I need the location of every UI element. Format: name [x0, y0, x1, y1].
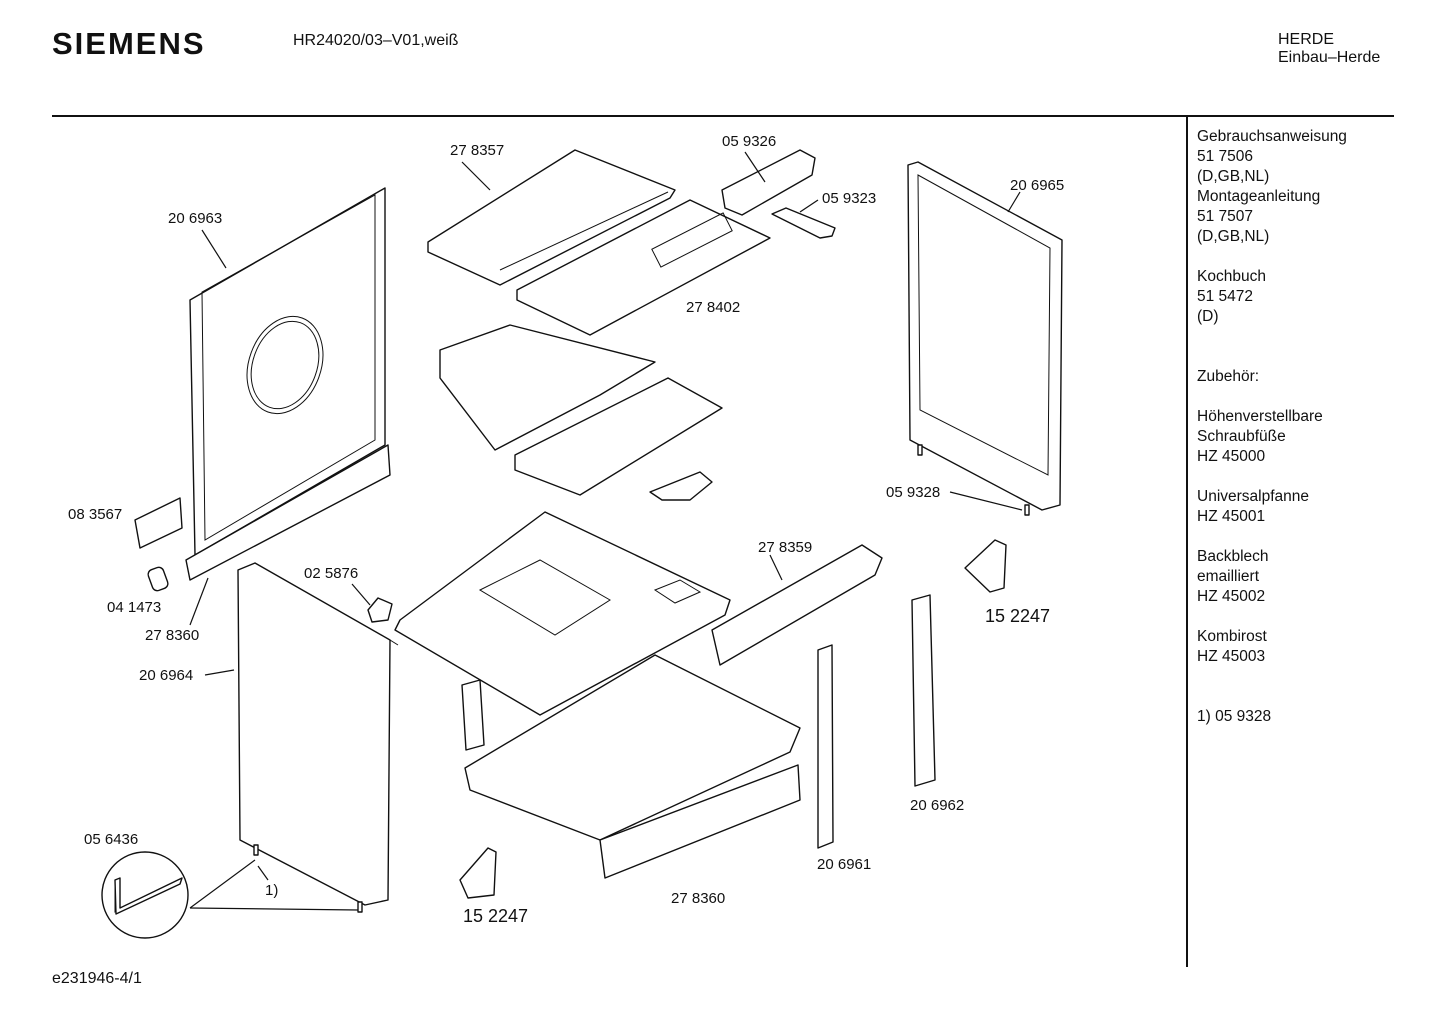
- part-inner-baffle: [439, 324, 723, 501]
- label-206962: 20 6962: [910, 797, 964, 814]
- manual-number: 51 7506: [1197, 148, 1254, 165]
- tray-number: HZ 45002: [1197, 588, 1266, 605]
- accessory-sidebar: Gebrauchsanweisung 51 7506 (D,GB,NL) Mon…: [1197, 127, 1397, 727]
- part-foot-screw: [917, 444, 1030, 516]
- feet-number: HZ 45000: [1197, 448, 1266, 465]
- label-206965: 20 6965: [1010, 177, 1064, 194]
- label-206961: 20 6961: [817, 856, 871, 873]
- part-allen-key: [101, 851, 189, 939]
- category-title: HERDE: [1278, 31, 1335, 48]
- manual-langs: (D,GB,NL): [1197, 168, 1270, 185]
- assembly-number: 51 7507: [1197, 208, 1254, 225]
- label-152247a: 15 2247: [985, 606, 1050, 626]
- pan-title: Universalpfanne: [1197, 488, 1310, 505]
- part-handle-bracket: [721, 149, 836, 239]
- rack-number: HZ 45003: [1197, 648, 1266, 665]
- label-278357: 27 8357: [450, 142, 504, 159]
- label-059328: 05 9328: [886, 484, 940, 501]
- accessories-title: Zubehör:: [1197, 368, 1260, 385]
- label-059326: 05 9326: [722, 133, 776, 150]
- sidebar-divider: [1186, 117, 1188, 967]
- part-top-cover: [427, 149, 771, 336]
- tray-line2: emailliert: [1197, 568, 1260, 585]
- part-small-bracket: [134, 497, 183, 549]
- label-278359: 27 8359: [758, 539, 812, 556]
- brand-logo: SIEMENS: [52, 26, 206, 61]
- part-corner-bracket-right: [964, 539, 1007, 593]
- part-corner-bracket-left: [459, 847, 497, 899]
- label-152247b: 15 2247: [463, 906, 528, 926]
- part-oven-base: [394, 511, 731, 716]
- part-lower-tray: [464, 654, 801, 879]
- label-056436: 05 6436: [84, 831, 138, 848]
- part-left-front-panel: [237, 562, 399, 906]
- part-center-rail: [817, 644, 834, 849]
- assembly-langs: (D,GB,NL): [1197, 228, 1270, 245]
- label-083567: 08 3567: [68, 506, 122, 523]
- label-278402: 27 8402: [686, 299, 740, 316]
- part-left-side-panel: [189, 187, 386, 556]
- label-059323: 05 9323: [822, 190, 876, 207]
- footnote: 1) 05 9328: [1197, 708, 1272, 725]
- part-right-rail: [911, 594, 936, 787]
- exploded-view-diagram: 27 8357 05 9326 05 9323 27 8402 20 6963 …: [68, 133, 1064, 939]
- part-right-side-panel: [907, 161, 1063, 511]
- rack-title: Kombirost: [1197, 628, 1267, 645]
- label-footnote-ref: 1): [265, 882, 278, 899]
- part-side-strip-upper: [185, 444, 391, 581]
- manual-title: Gebrauchsanweisung: [1197, 128, 1347, 145]
- part-rear-strip: [711, 544, 883, 666]
- category-subtitle: Einbau–Herde: [1278, 49, 1381, 66]
- cookbook-title: Kochbuch: [1197, 268, 1266, 285]
- pan-number: HZ 45001: [1197, 508, 1266, 525]
- part-clip: [147, 566, 169, 592]
- part-mount-bracket-left: [461, 679, 485, 751]
- header-divider: [52, 115, 1394, 117]
- part-grommet: [367, 597, 393, 623]
- label-206964: 20 6964: [139, 667, 193, 684]
- model-number: HR24020/03–V01,weiß: [293, 32, 459, 49]
- label-278360b: 27 8360: [671, 890, 725, 907]
- drawing-id: e231946-4/1: [52, 970, 142, 987]
- cookbook-number: 51 5472: [1197, 288, 1254, 305]
- cookbook-langs: (D): [1197, 308, 1219, 325]
- feet-line2: Schraubfüße: [1197, 428, 1286, 445]
- label-278360a: 27 8360: [145, 627, 199, 644]
- label-025876: 02 5876: [304, 565, 358, 582]
- label-206963: 20 6963: [168, 210, 222, 227]
- assembly-title: Montageanleitung: [1197, 188, 1321, 205]
- feet-line1: Höhenverstellbare: [1197, 408, 1323, 425]
- tray-line1: Backblech: [1197, 548, 1269, 565]
- category-block: HERDE Einbau–Herde: [1278, 31, 1380, 67]
- label-041473: 04 1473: [107, 599, 161, 616]
